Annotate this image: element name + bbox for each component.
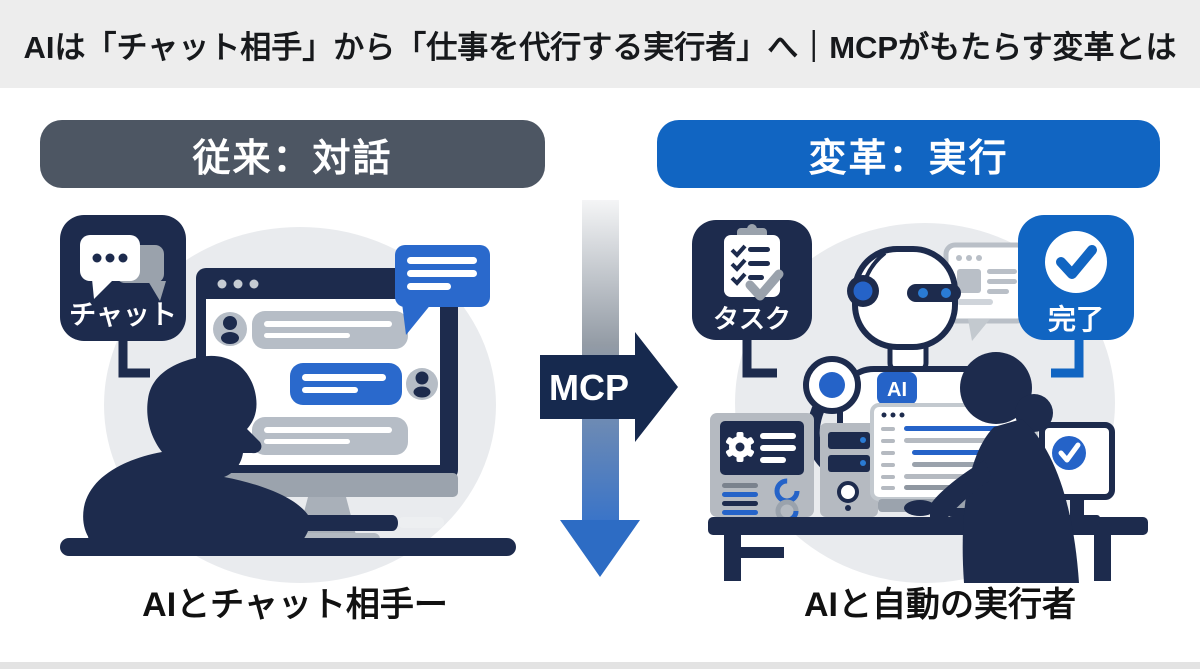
done-badge-label: 完了 [1048, 303, 1104, 335]
chat-badge-label: チャット [69, 300, 177, 330]
page-title: AIは「チャット相手」から「仕事を代行する実行者」へ｜MCPがもたらす変革とは [23, 29, 1177, 65]
chat-badge: チャット [60, 215, 186, 341]
right-illustration: AI [692, 215, 1148, 583]
woman-silhouette [930, 352, 1079, 583]
robot-hand [904, 500, 936, 516]
mcp-transition-graphic: MCP [540, 200, 678, 577]
ai-reply-bubble [395, 245, 490, 335]
clipboard-checklist-icon [724, 224, 784, 301]
keyboard [398, 517, 444, 528]
left-illustration: チャット [60, 215, 516, 583]
bottom-edge [0, 662, 1200, 669]
mcp-arrow: MCP [540, 332, 678, 442]
ai-chip: AI [877, 372, 917, 405]
server-rack [710, 413, 814, 523]
chat-badge-connector [118, 341, 150, 378]
ai-chip-label: AI [887, 379, 907, 401]
done-badge-connector [1051, 340, 1084, 378]
left-panel-header: 従来：対話 [40, 120, 545, 188]
task-badge: タスク [692, 220, 812, 340]
task-badge-label: タスク [713, 304, 791, 334]
window-dot [249, 279, 259, 289]
chat-row-user [213, 311, 408, 349]
header-bar: AIは「チャット相手」から「仕事を代行する実行者」へ｜MCPがもたらす変革とは [0, 0, 1200, 88]
check-circle-icon [1052, 436, 1086, 470]
robot-visor [907, 284, 961, 302]
chat-row-ai [290, 363, 438, 405]
right-panel-header-label: 変革：実行 [808, 137, 1009, 180]
window-dot [233, 279, 243, 289]
right-caption: AIと自動の実行者 [804, 586, 1076, 624]
task-badge-connector [742, 340, 777, 378]
chat-monitor [196, 268, 458, 545]
left-panel-header-label: 従来：対話 [192, 137, 393, 180]
robot-eye [918, 288, 928, 298]
check-circle-icon [1045, 231, 1107, 293]
robot-eye [941, 288, 951, 298]
tower-pc [820, 423, 878, 517]
done-badge: 完了 [1018, 215, 1134, 340]
right-panel-header: 変革：実行 [657, 120, 1160, 188]
mcp-arrow-label: MCP [549, 367, 629, 408]
left-caption: AIとチャット相手ー [142, 586, 448, 624]
chat-bubbles-icon [80, 235, 166, 301]
desk [60, 538, 516, 556]
person-silhouette [83, 355, 398, 549]
window-dot [217, 279, 227, 289]
gear-icon [725, 432, 755, 462]
